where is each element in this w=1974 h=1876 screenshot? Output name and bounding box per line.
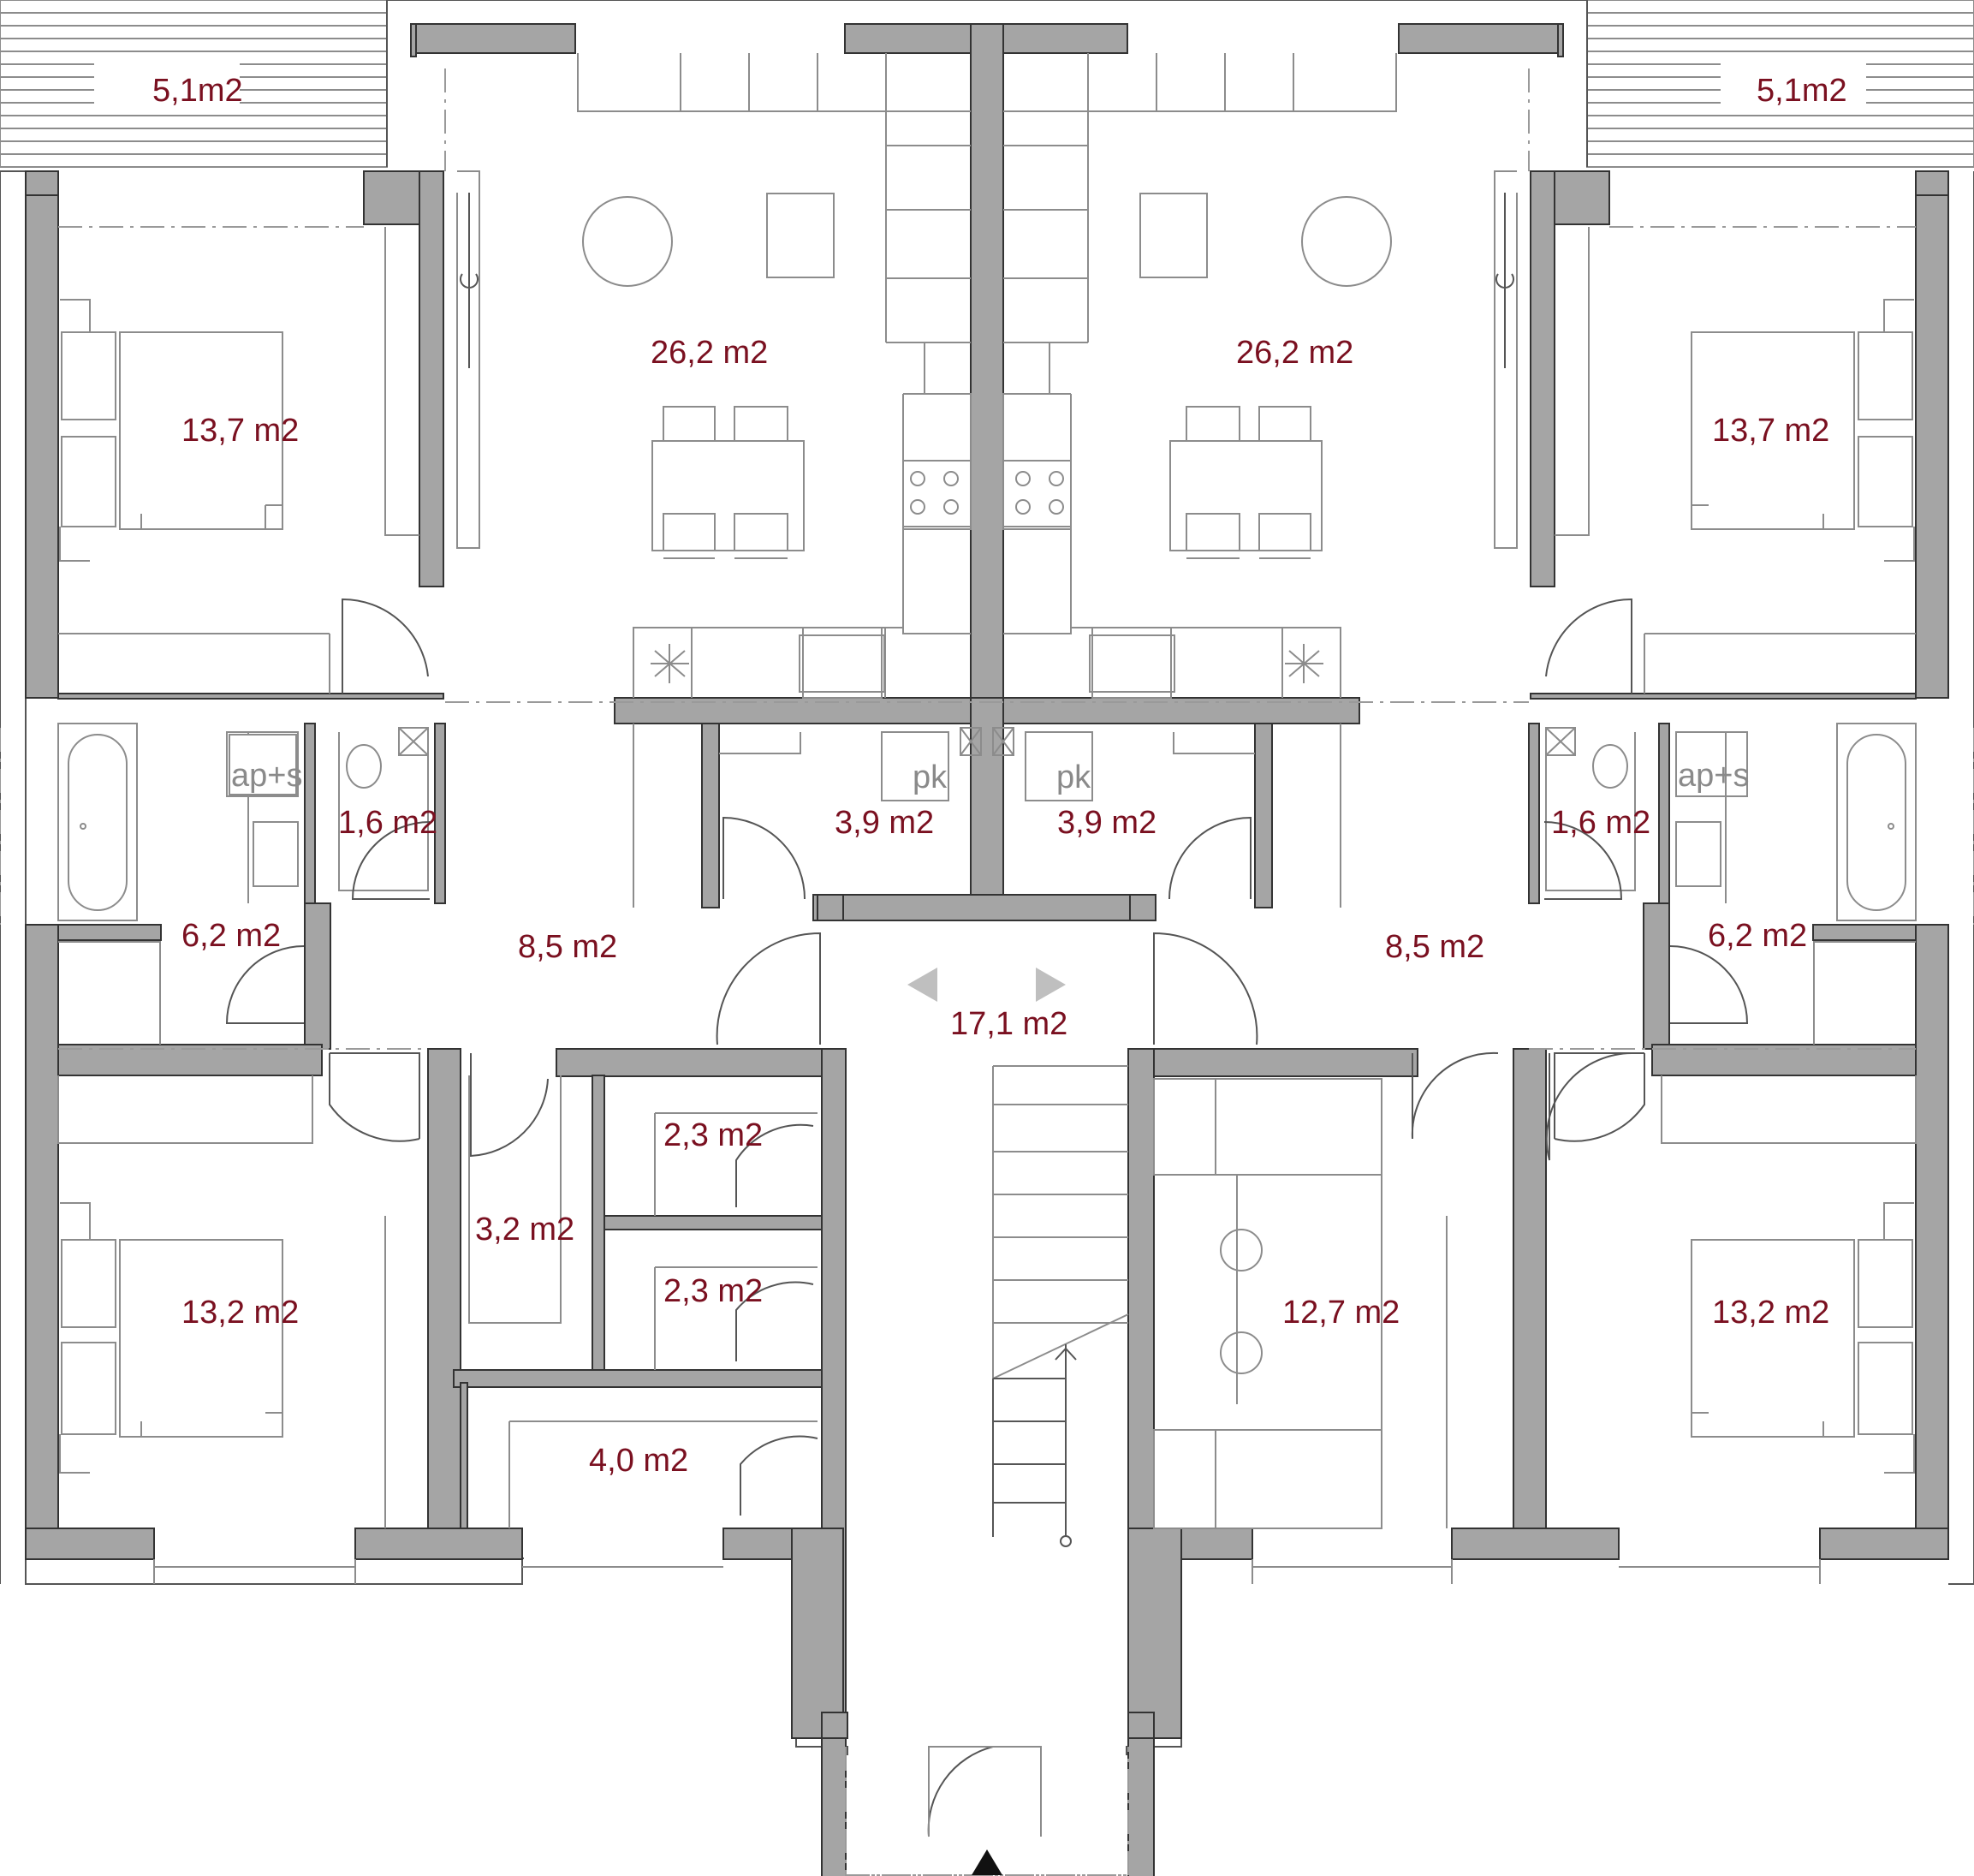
room-label-bathroom-left: 6,2 m2 [181,918,281,954]
room-label-wc-right: 1,6 m2 [1551,805,1650,841]
balcony-left-hatch [0,0,388,168]
room-label-storage-1: 2,3 m2 [663,1117,763,1153]
left-arrow-icon [907,968,937,1002]
washer-dryer-label-left: ap+s [231,758,302,794]
room-label-bedroom-bottom-right: 13,2 m2 [1712,1295,1829,1331]
boiler-label-left: pk [913,759,948,795]
room-label-kids-room: 12,7 m2 [1282,1295,1400,1331]
room-label-storage-3: 4,0 m2 [589,1443,688,1479]
storage-fixtures [468,1075,818,1528]
doors [329,932,1645,1837]
bedroom-bottom-right-furniture [1446,1075,1917,1528]
boiler-label-right: pk [1056,759,1091,795]
room-label-hall-right: 8,5 m2 [1385,929,1484,965]
kitchen-right [1002,53,1518,699]
right-arrow-icon [1036,968,1066,1002]
room-label-balcony-left: 5,1m2 [152,73,243,109]
bathroom-left-fixtures [57,723,431,1045]
room-label-storage-2: 2,3 m2 [663,1273,763,1309]
room-label-living-kitchen-right: 26,2 m2 [1236,335,1353,371]
walls [25,23,1949,1876]
room-label-boiler-right: 3,9 m2 [1057,805,1156,841]
room-label-bedroom-top-right: 13,7 m2 [1712,413,1829,449]
room-label-staircase: 17,1 m2 [950,1006,1067,1042]
building-outline [0,0,1974,1585]
windows [0,68,1974,1584]
kitchen-left [456,53,972,699]
room-label-bedroom-bottom-left: 13,2 m2 [181,1295,299,1331]
room-label-bathroom-right: 6,2 m2 [1708,918,1807,954]
room-label-boiler-left: 3,9 m2 [835,805,934,841]
kids-room-furniture [1153,1078,1382,1529]
room-label-balcony-right: 5,1m2 [1757,73,1847,109]
balcony-right-hatch [1586,0,1974,168]
room-label-hall-left: 8,5 m2 [518,929,617,965]
room-label-bedroom-top-left: 13,7 m2 [181,413,299,449]
bedroom-bottom-left-furniture [57,1075,386,1528]
room-label-wc-left: 1,6 m2 [338,805,437,841]
bedroom-top-right-furniture [1545,227,1916,694]
bathroom-right-fixtures [1543,723,1917,1045]
room-label-closet: 3,2 m2 [475,1212,574,1248]
washer-symbol-right: ap+s [1678,758,1749,794]
washer-dryer-label-right: ap+s [1678,758,1749,794]
room-label-living-kitchen-left: 26,2 m2 [651,335,768,371]
staircase-drawing [992,1065,1129,1547]
bedroom-top-left-furniture [58,227,429,694]
entrance-arrow-icon [972,1849,1002,1875]
room-labels: 5,1m2 5,1m2 26,2 m2 26,2 m2 13,7 m2 13,7… [152,73,1847,1479]
washer-symbol-left: ap+s [229,734,302,795]
